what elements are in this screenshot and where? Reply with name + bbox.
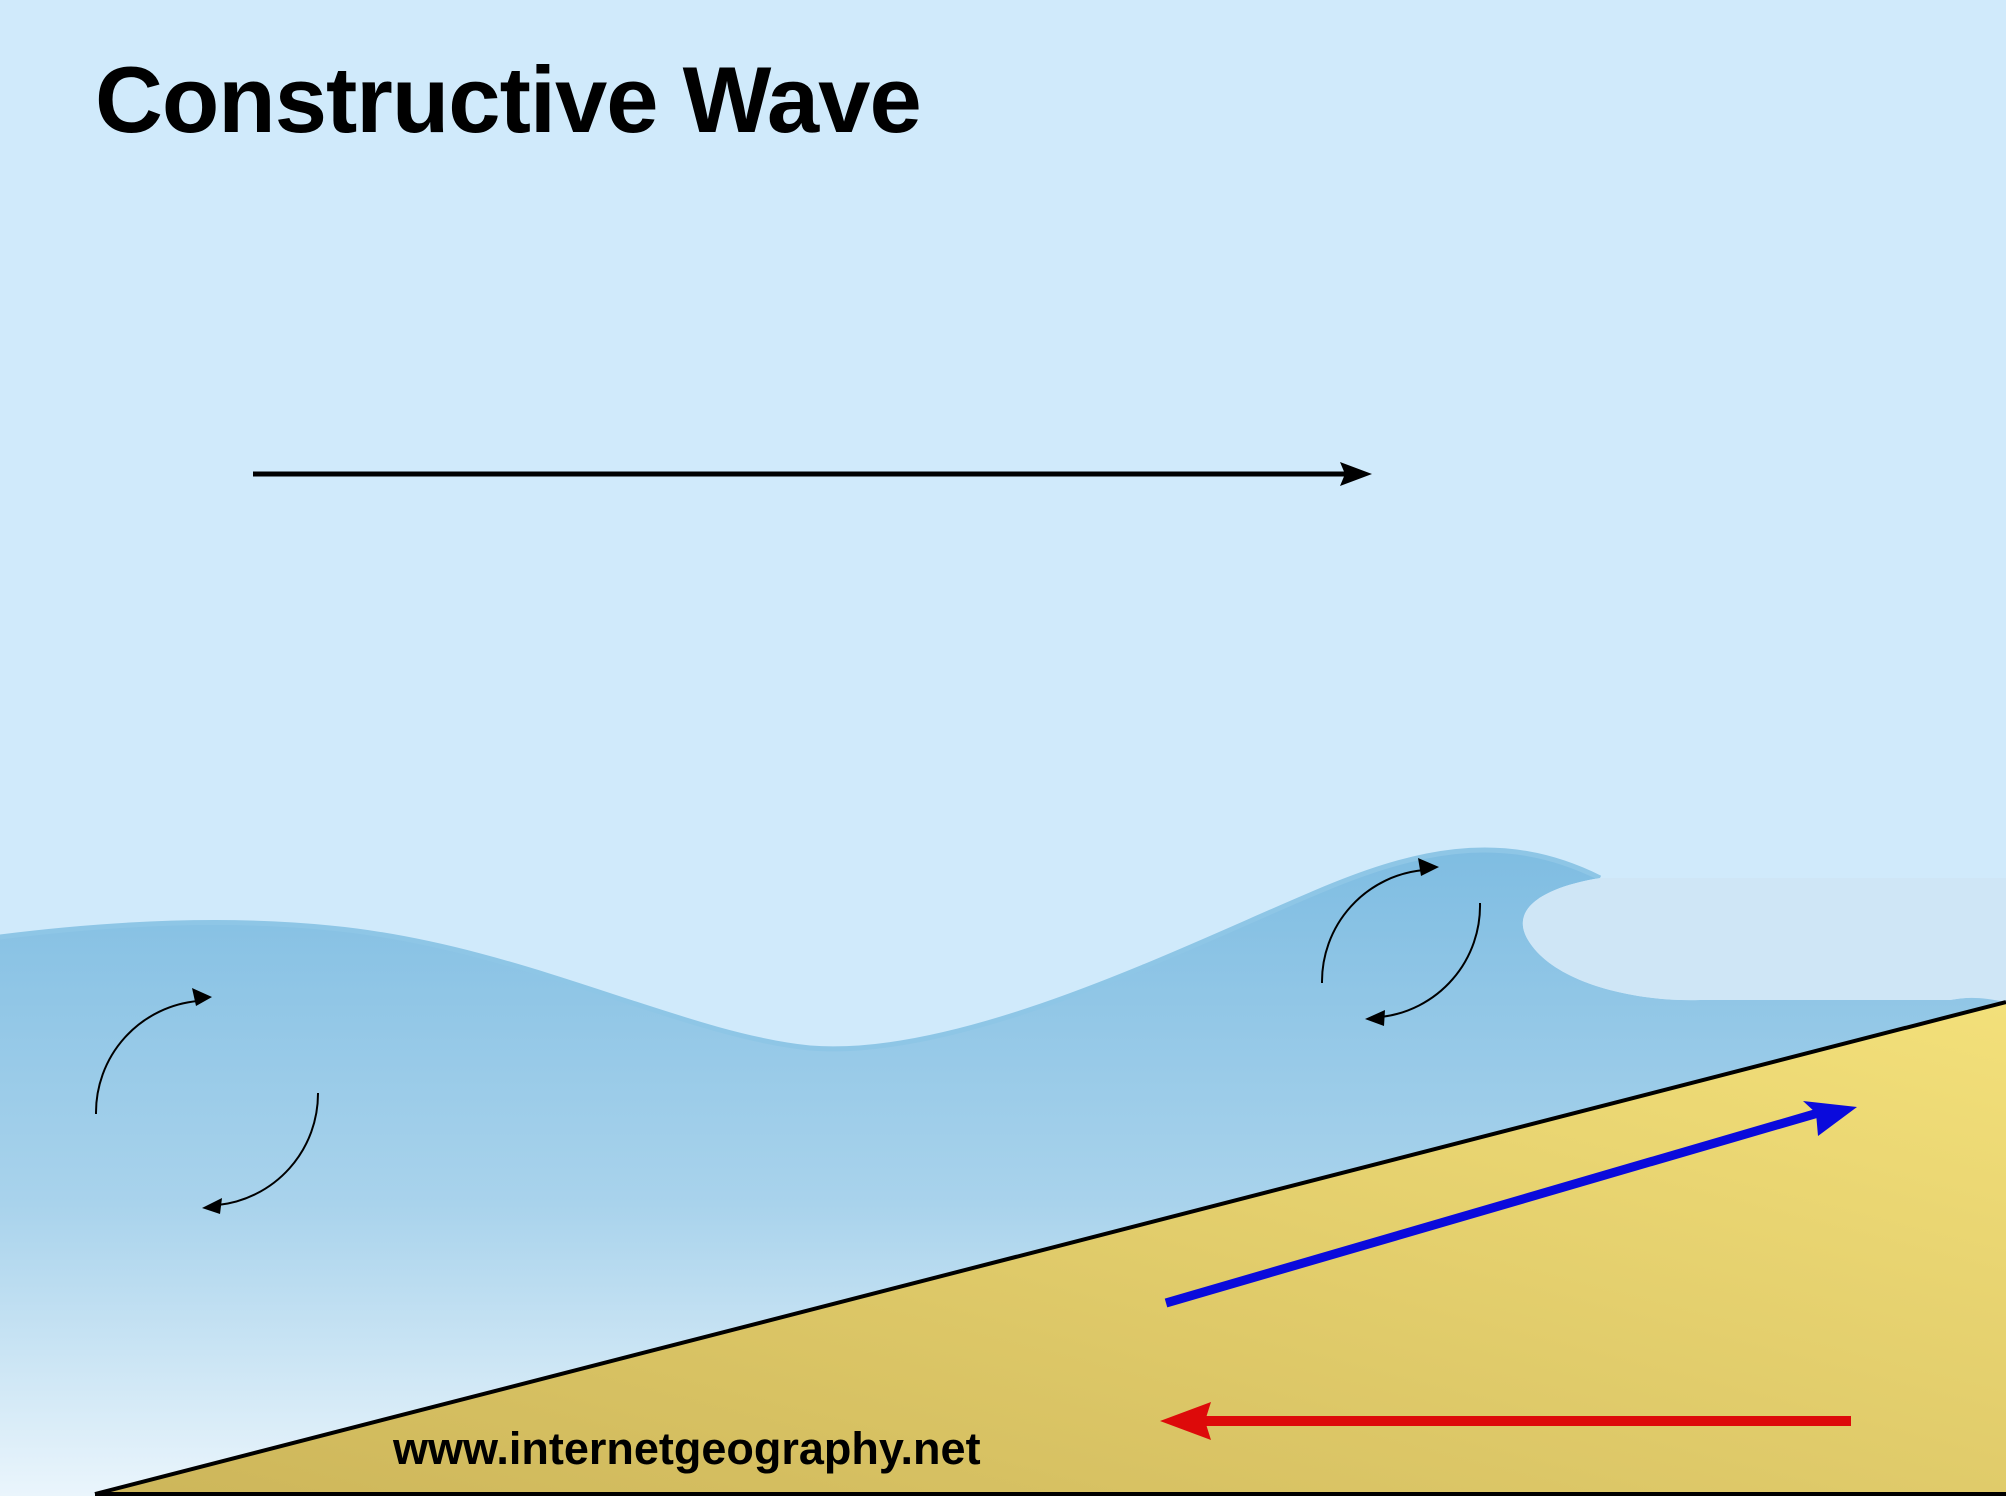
orbit-arrowhead-lower-left xyxy=(202,1198,222,1214)
swash-arrow xyxy=(1164,1101,1857,1308)
orbit-arrowhead-upper-right xyxy=(1418,858,1439,876)
wave-direction-arrow xyxy=(253,462,1372,486)
orbital-motion-arrows-left xyxy=(94,988,320,1214)
orbital-motion-arrows-right xyxy=(1320,858,1482,1026)
orbit-arrowhead-upper-left xyxy=(192,988,212,1006)
breaking-wave-curl xyxy=(1522,878,2006,1002)
orbit-arc-upper-left xyxy=(94,1000,199,1115)
beach-slope-line xyxy=(94,1000,2006,1496)
wave-surface-line xyxy=(0,847,1602,1052)
orbit-arc-upper-right xyxy=(1320,869,1425,984)
orbit-arc-lower-right xyxy=(1380,902,1482,1018)
orbit-arrowhead-lower-right xyxy=(1365,1010,1385,1026)
backwash-arrow xyxy=(1160,1402,1851,1440)
source-credit: www.internetgeography.net xyxy=(393,1423,981,1474)
orbit-arc-lower-left xyxy=(217,1092,320,1206)
page-title: Constructive Wave xyxy=(95,47,922,152)
